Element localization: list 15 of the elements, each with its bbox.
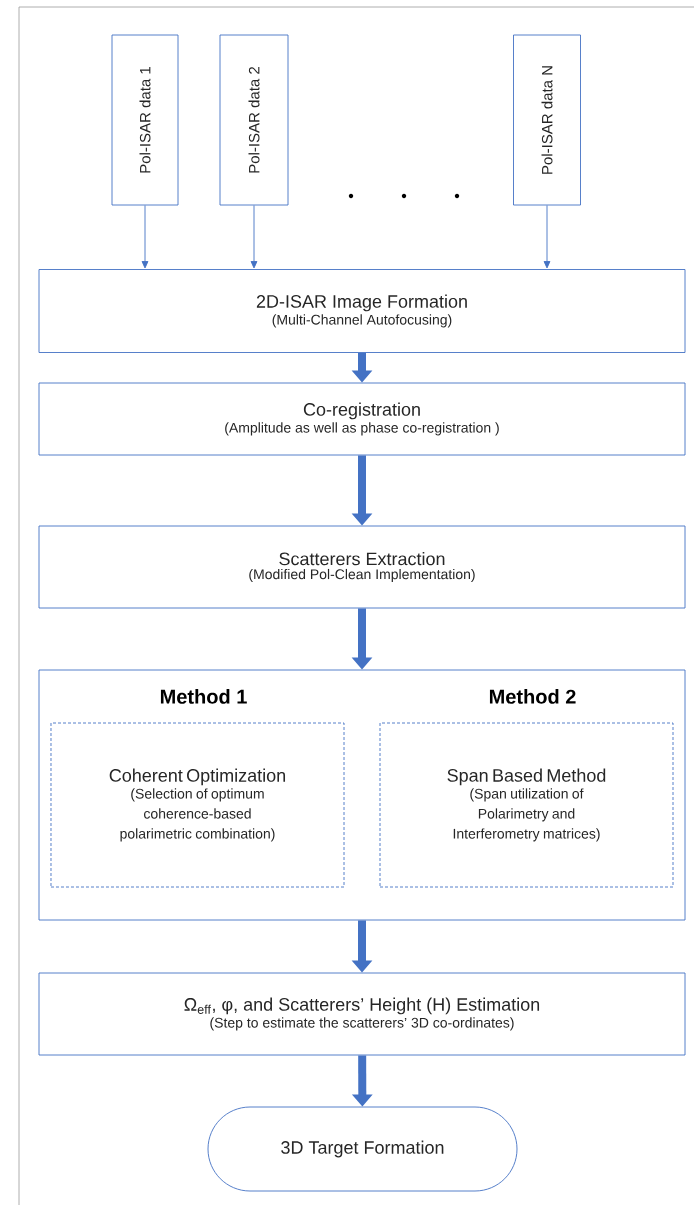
- data-box: Pol-ISAR data 1: [111, 34, 179, 206]
- data-box: Pol-ISAR data N: [513, 34, 581, 206]
- method-box: Span Based Method (Span utilization of Polarimetry and Interferometry matrices): [379, 722, 674, 888]
- method-heading: Method 1: [160, 689, 247, 704]
- arrow: [250, 205, 258, 269]
- arrow: [141, 205, 149, 269]
- method-box: Coherent Optimization (Selection of optimum coherence-based polarimetric combination): [50, 722, 345, 888]
- method-panel: [38, 669, 686, 921]
- data-box: Pol-ISAR data 2: [219, 34, 289, 206]
- method-heading: Method 2: [489, 689, 576, 704]
- process-box: Co-registration (Amplitude as well as phase co-registration ): [38, 382, 686, 456]
- process-box: 2D-ISAR Image Formation (Multi-Channel Autofocusing): [38, 269, 686, 353]
- process-box: Scatterers Extraction (Modified Pol-Clean Implementation): [38, 525, 686, 609]
- process-box: Ω$_{eff}$, φ, and Scatterers’ Height (H) Estimation (Step to estimate the scatterers’ 3D co-ordinates): [38, 972, 686, 1056]
- arrow: [543, 205, 551, 269]
